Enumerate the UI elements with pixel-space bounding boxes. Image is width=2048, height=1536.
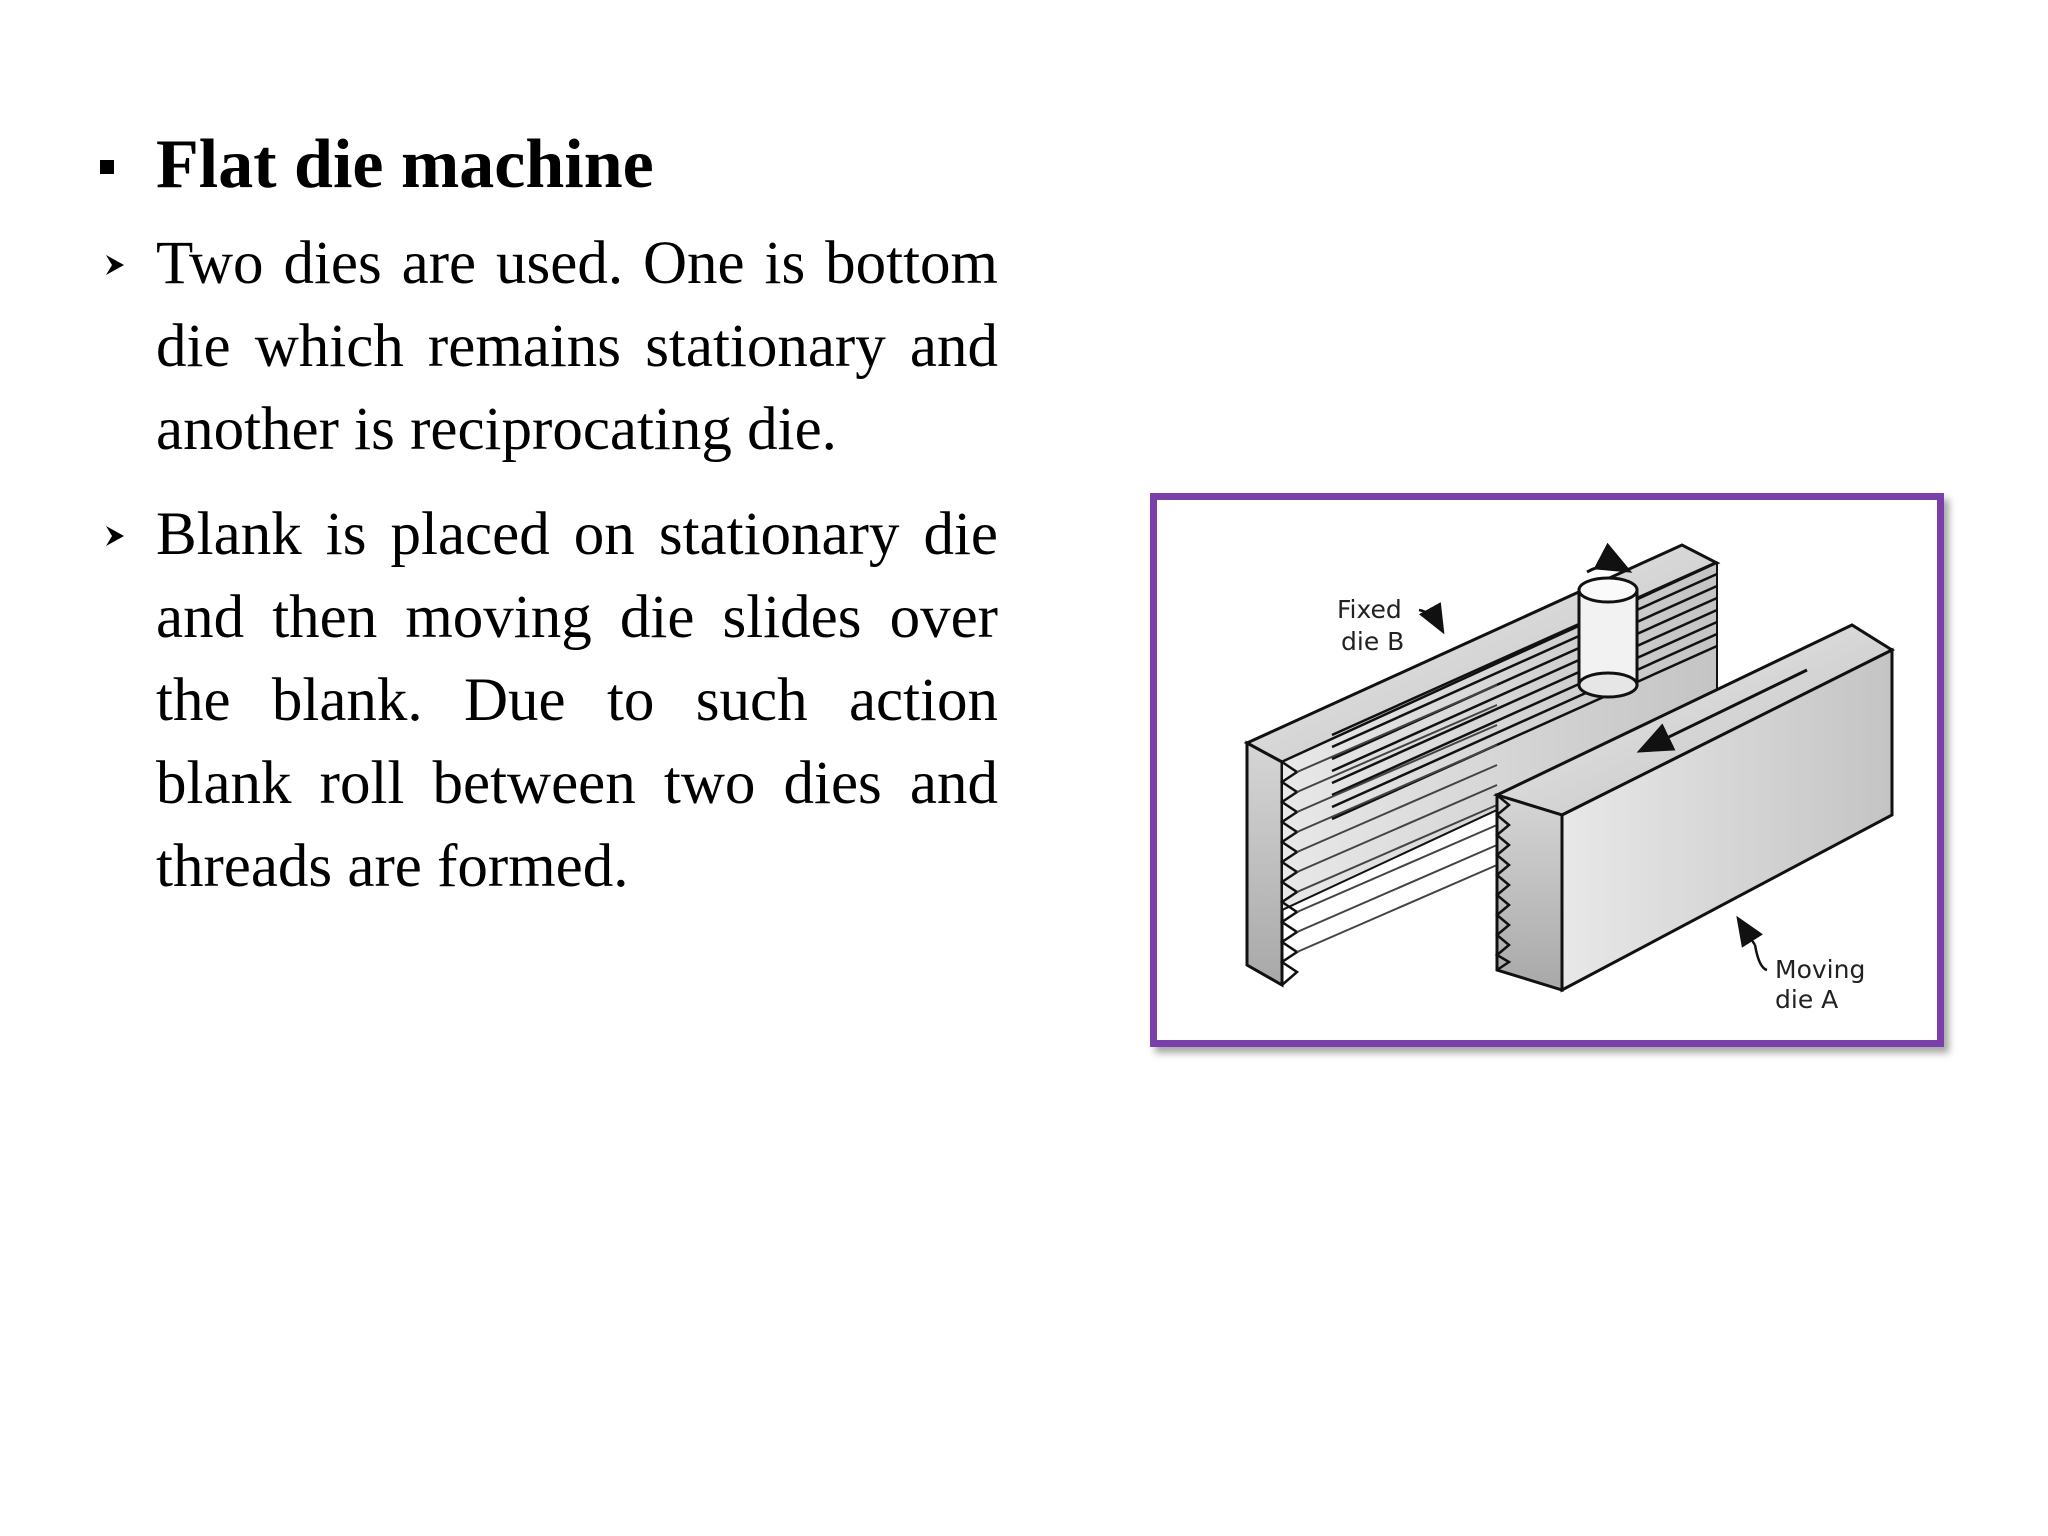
bullet-list: Two dies are used. One is bottom die whi… — [100, 222, 1000, 930]
blank-cylinder — [1577, 542, 1639, 699]
arrow-bullet-icon — [106, 526, 124, 546]
label-moving-line1: Moving — [1775, 955, 1865, 984]
bullet-item: Blank is placed on stationary die and th… — [100, 493, 1000, 908]
label-fixed-line2: die B — [1341, 627, 1404, 656]
slide-heading: Flat die machine — [156, 126, 654, 203]
square-bullet-icon — [100, 160, 114, 174]
moving-die-a — [1492, 623, 1896, 993]
bullet-text: Blank is placed on stationary die and th… — [156, 501, 998, 900]
label-fixed-line1: Fixed — [1337, 595, 1402, 624]
bullet-item: Two dies are used. One is bottom die whi… — [100, 222, 1000, 471]
figure-frame: Fixed die B Moving die A — [1150, 493, 1944, 1047]
arrow-bullet-icon — [106, 255, 124, 275]
label-moving-line2: die A — [1775, 985, 1838, 1014]
bullet-text: Two dies are used. One is bottom die whi… — [156, 230, 998, 463]
flat-die-diagram: Fixed die B Moving die A — [1243, 542, 1896, 1014]
